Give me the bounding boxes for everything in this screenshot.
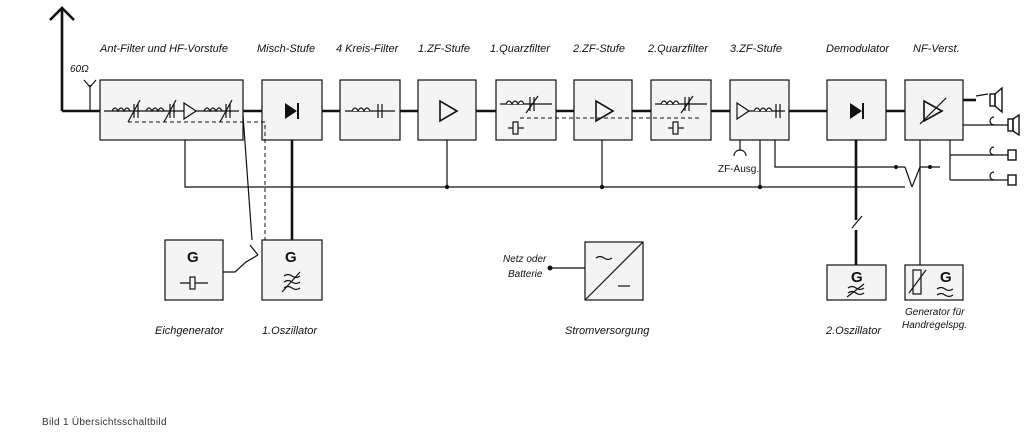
- quarz2-label: 2.Quarzfilter: [647, 43, 709, 55]
- oszillator1-block: G: [261, 239, 323, 301]
- eich-g-letter: G: [187, 249, 199, 266]
- zf3-label: 3.ZF-Stufe: [730, 43, 782, 55]
- kreis-filter-block: [339, 79, 401, 141]
- misch-stufe-label: Misch-Stufe: [257, 43, 315, 55]
- zf2-block: [573, 79, 633, 141]
- zf2-label: 2.ZF-Stufe: [572, 43, 625, 55]
- nf-verst-label: NF-Verst.: [913, 43, 960, 55]
- handregel-label-line1: Generator für: [905, 307, 965, 318]
- osc2-g-letter: G: [851, 269, 863, 286]
- power-source-line2: Batterie: [508, 269, 543, 280]
- supply-bus: [184, 140, 940, 190]
- speaker-output-icon: [963, 86, 1003, 114]
- oszillator2-block: G: [826, 264, 887, 301]
- zf1-label: 1.ZF-Stufe: [418, 43, 470, 55]
- stromversorgung-label: Stromversorgung: [565, 325, 650, 337]
- zf3-block: [729, 79, 790, 141]
- quarz1-label: 1.Quarzfilter: [490, 43, 551, 55]
- eichgenerator-label: Eichgenerator: [155, 325, 225, 337]
- power-source-line1: Netz oder: [503, 254, 547, 265]
- generator-connections: [222, 114, 921, 273]
- handregel-generator-block: G: [904, 264, 964, 301]
- zf1-block: [417, 79, 477, 141]
- ant-filter-block: [99, 79, 244, 141]
- figure-caption: Bild 1 Übersichtsschaltbild: [42, 417, 167, 428]
- kreis-filter-label: 4 Kreis-Filter: [336, 43, 400, 55]
- handregel-label-line2: Handregelspg.: [902, 320, 967, 331]
- oszillator1-label: 1.Oszillator: [262, 325, 318, 337]
- eichgenerator-block: G: [164, 239, 224, 301]
- quarz2-block: [650, 79, 712, 141]
- power-supply-block: [547, 241, 644, 301]
- zf-output-icon: [733, 140, 747, 157]
- demodulator-label: Demodulator: [826, 43, 890, 55]
- quarz1-block: [495, 79, 557, 141]
- zf-output-label: ZF-Ausg.: [718, 164, 759, 175]
- hand-g-letter: G: [940, 269, 952, 286]
- nf-amplifier-block: [904, 79, 964, 141]
- oszillator2-label: 2.Oszillator: [825, 325, 882, 337]
- misch-stufe-block: [261, 79, 323, 141]
- antenna-icon: [49, 6, 100, 113]
- demodulator-block: [826, 79, 887, 141]
- osc1-g-letter: G: [285, 249, 297, 266]
- antenna-impedance-label: 60Ω: [70, 64, 89, 75]
- headphone-jacks-icon: [949, 113, 1020, 186]
- ant-filter-label: Ant-Filter und HF-Vorstufe: [99, 43, 228, 55]
